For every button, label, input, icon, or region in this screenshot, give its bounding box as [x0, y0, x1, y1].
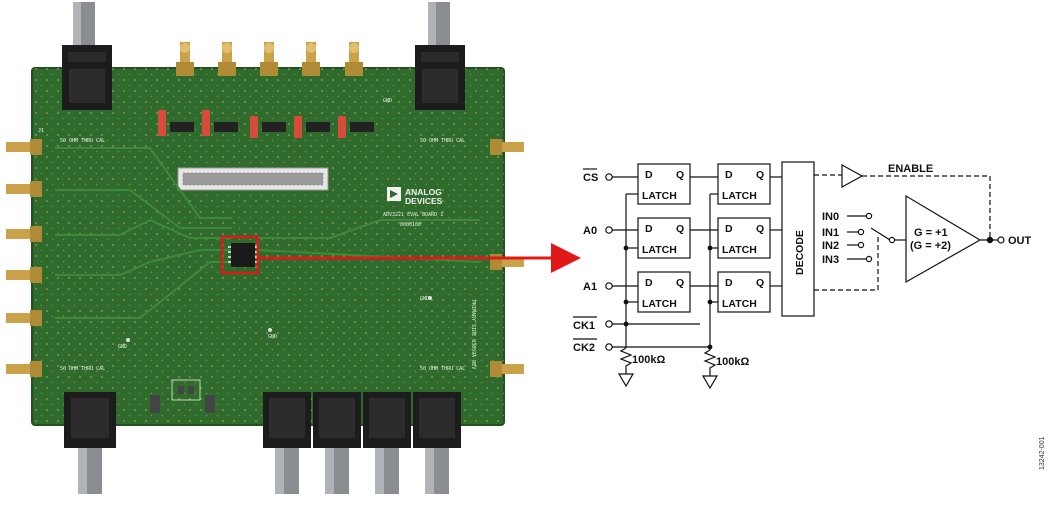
svg-text:Q: Q: [676, 169, 684, 181]
jumper-headers: [158, 110, 374, 138]
svg-text:D: D: [645, 169, 653, 181]
silk-board-name: ADV3221 EVAL BOARD 1: [383, 212, 443, 218]
svg-text:LATCH: LATCH: [642, 298, 677, 310]
top-sma-connectors: [176, 42, 363, 76]
input-ck1-label: CK1: [573, 320, 595, 332]
svg-text:LATCH: LATCH: [642, 244, 677, 256]
logo-line1: ANALOG: [405, 187, 442, 197]
silk-cal-top-left: 50 OHM THRU CAL: [60, 138, 105, 144]
enable-buffer: [841, 163, 864, 189]
silk-cal-top-right: 50 OHM THRU CAL: [420, 138, 465, 144]
svg-text:Q: Q: [756, 169, 764, 181]
silk-gnd-4: GND: [383, 98, 392, 104]
silk-j-label: J1: [38, 128, 44, 134]
channel-in2-label: IN2: [822, 240, 839, 252]
input-ck2-label: CK2: [573, 342, 595, 354]
bottom-bnc-connectors: [64, 392, 461, 494]
switch-ic: [228, 243, 258, 267]
latch-col1-row1: D Q LATCH: [637, 163, 691, 205]
channel-in3-label: IN3: [822, 254, 839, 266]
left-sma-connectors: [6, 139, 42, 377]
resistor-label-ck1: 100kΩ: [632, 354, 665, 366]
gain-line1: G = +1: [914, 227, 948, 239]
svg-text:D: D: [725, 223, 733, 235]
decode-label: DECODE: [794, 230, 806, 275]
input-a1-label: A1: [583, 281, 597, 293]
mux-switch-arm: [870, 227, 891, 241]
latch-col1-row2: D Q LATCH: [637, 217, 691, 259]
silk-cal-bottom-right: 50 OHM THRU CAL: [420, 366, 465, 372]
svg-text:D: D: [645, 277, 653, 289]
svg-text:Q: Q: [676, 277, 684, 289]
channel-in1-label: IN1: [822, 227, 839, 239]
silk-gnd-3: GND: [268, 334, 277, 340]
channel-in0-label: IN0: [822, 211, 839, 223]
resistor-label-ck2: 100kΩ: [716, 356, 749, 368]
ribbon-header: [177, 167, 329, 191]
svg-text:Q: Q: [676, 223, 684, 235]
chip-highlight-box: [220, 235, 260, 275]
block-diagram: CS A0 A1 CK1 CK2 D Q LATCH D Q LATCH: [573, 161, 1032, 390]
decode-block: DECODE: [781, 161, 815, 317]
svg-text:LATCH: LATCH: [722, 190, 757, 202]
analog-devices-logo: ANALOG DEVICES: [387, 187, 443, 206]
silk-part-no: 0000100: [400, 222, 421, 228]
svg-text:D: D: [645, 223, 653, 235]
amplifier: G = +1 (G = +2): [905, 194, 982, 284]
logo-line2: DEVICES: [405, 196, 443, 206]
enable-label: ENABLE: [888, 163, 933, 175]
pcb-photo: ANALOG DEVICES ADV3221 EVAL BOARD 1 0000…: [6, 2, 524, 494]
svg-text:LATCH: LATCH: [642, 190, 677, 202]
svg-text:Q: Q: [756, 277, 764, 289]
gain-line2: (G = +2): [910, 240, 951, 252]
latch-col1-row3: D Q LATCH: [637, 271, 691, 313]
small-components: [126, 296, 432, 413]
input-a0-label: A0: [583, 225, 597, 237]
silk-cal-bottom-left: 50 OHM THRU CAL: [60, 366, 105, 372]
input-cs-label: CS: [583, 172, 598, 184]
latch-col2-row1: D Q LATCH: [717, 163, 771, 205]
svg-text:D: D: [725, 277, 733, 289]
svg-text:LATCH: LATCH: [722, 298, 757, 310]
svg-text:D: D: [725, 169, 733, 181]
silk-gnd-2: GND: [118, 344, 127, 350]
figure-id: 13242-001: [1039, 436, 1046, 470]
svg-text:Q: Q: [756, 223, 764, 235]
silk-side-note: PRIMARY SIDE 03059A REV: [470, 300, 476, 369]
output-label: OUT: [1008, 235, 1032, 247]
latch-col2-row2: D Q LATCH: [717, 217, 771, 259]
svg-text:LATCH: LATCH: [722, 244, 757, 256]
silk-gnd-1: GND: [420, 296, 429, 302]
latch-col2-row3: D Q LATCH: [717, 271, 771, 313]
